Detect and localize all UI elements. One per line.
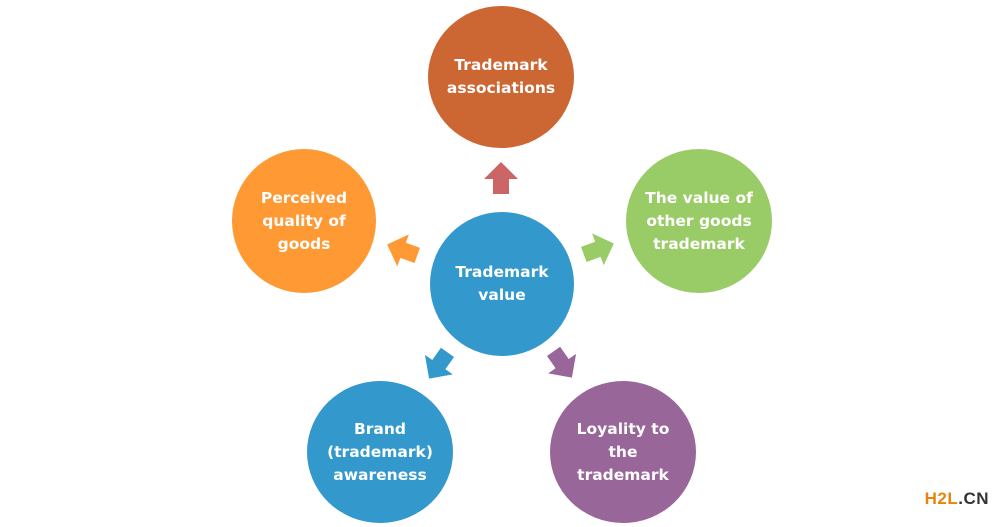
watermark-logo: H2L.CN — [925, 489, 989, 509]
arrow-to-loyalty — [546, 346, 577, 378]
node-loyalty: Loyality to the trademark — [550, 381, 696, 523]
node-trademark-associations: Trademark associations — [428, 6, 574, 148]
watermark-part-1: H2L — [924, 489, 959, 508]
node-perceived-quality: Perceived quality of goods — [232, 149, 376, 293]
node-label: Brand (trademark) awareness — [327, 419, 433, 484]
node-label: The value of other goods trademark — [645, 188, 753, 253]
watermark-part-2: .CN — [958, 489, 989, 508]
center-node-label: Trademark value — [455, 263, 549, 304]
node-brand-awareness: Brand (trademark) awareness — [307, 381, 453, 523]
arrow-to-other-goods — [581, 233, 614, 266]
node-other-goods-value: The value of other goods trademark — [626, 149, 772, 293]
arrow-to-awareness — [424, 347, 455, 379]
arrow-to-quality — [387, 234, 420, 267]
node-label: Loyality to the trademark — [576, 419, 670, 484]
arrow-to-associations — [484, 162, 518, 194]
node-label: Perceived quality of goods — [260, 188, 348, 253]
node-label: Trademark associations — [446, 56, 556, 97]
center-node-trademark-value: Trademark value — [430, 212, 574, 356]
